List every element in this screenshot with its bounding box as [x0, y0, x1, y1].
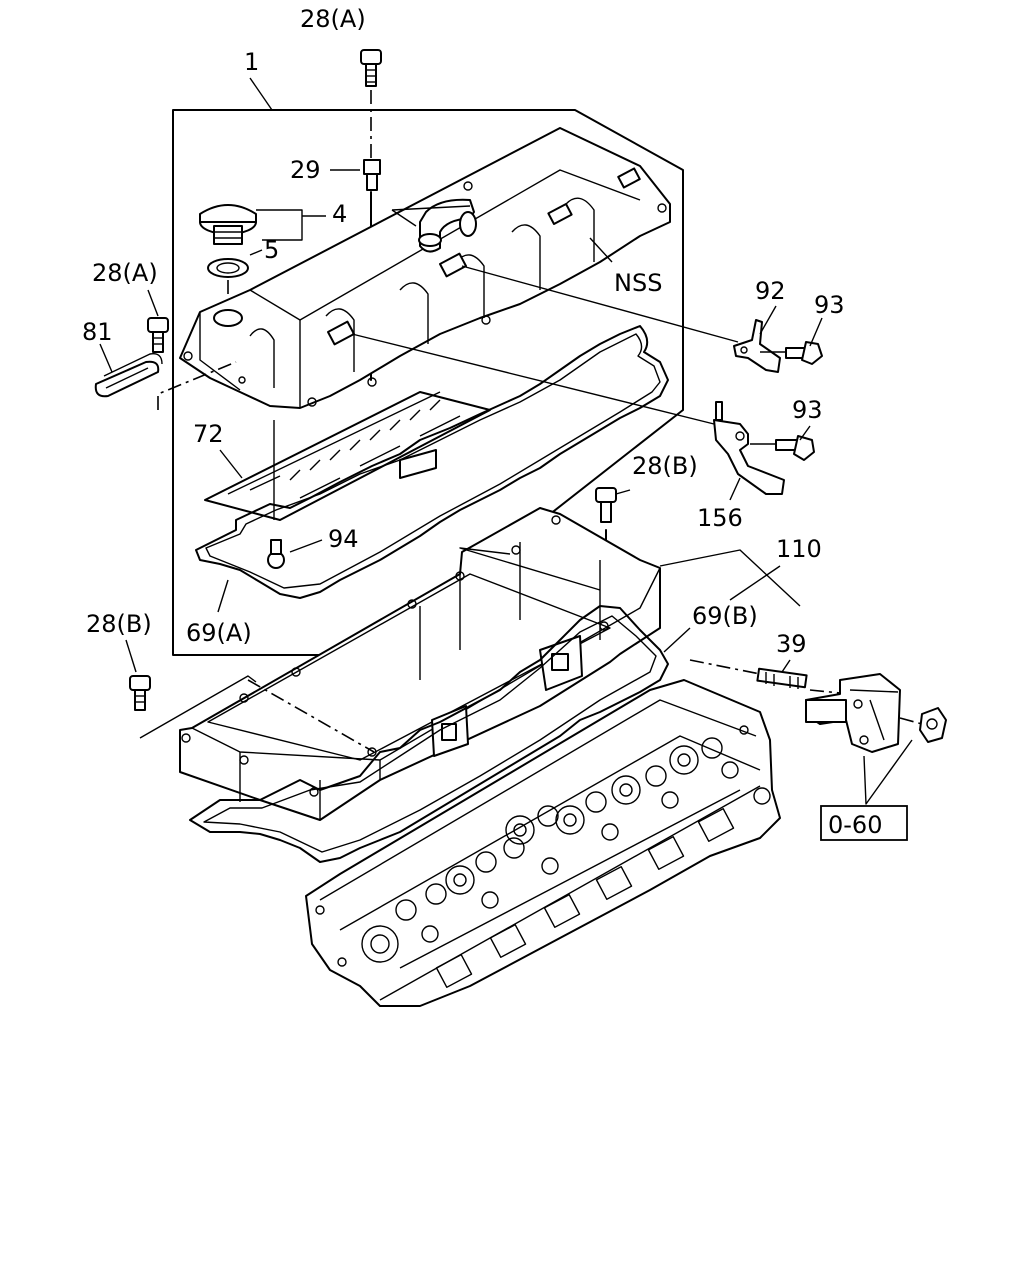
valve-cover-body [179, 127, 671, 409]
gasket-69a-inner [205, 333, 661, 589]
callout-28a-left: 28(A) [92, 259, 158, 287]
callout-94: 94 [328, 525, 359, 553]
bolt-28b-mid [595, 487, 617, 523]
callout-110: 110 [776, 535, 822, 563]
reference-box-0-60 [820, 805, 908, 841]
sensor-assembly [805, 673, 901, 753]
leader-39 [781, 659, 791, 673]
leader-5 [249, 249, 263, 256]
stud-39 [756, 667, 808, 689]
clip-81 [94, 353, 163, 398]
leader-0-60 [863, 739, 913, 805]
bolt-28a-left [147, 317, 169, 353]
gasket-69b [189, 605, 669, 863]
callout-1: 1 [244, 48, 259, 76]
bolt-28b-left [129, 675, 151, 711]
leader-69a [217, 579, 229, 613]
leader-93-upper [809, 317, 823, 347]
housing-110 [179, 507, 661, 821]
leader-28a-left [147, 289, 159, 317]
leader-28b-left [125, 639, 137, 673]
gasket-69b-inner [203, 615, 657, 853]
leader-nss-a [391, 209, 417, 227]
leader-nss [589, 237, 613, 263]
callout-92: 92 [755, 277, 786, 305]
leader-156 [729, 477, 741, 501]
leader-92 [759, 305, 777, 335]
leader-69b [663, 627, 691, 653]
axis-39 [689, 659, 771, 677]
callout-81: 81 [82, 318, 113, 346]
leader-4-bracket [256, 209, 303, 241]
cover-bracket-2 [327, 320, 355, 346]
leader-110-a [459, 547, 601, 591]
gasket-69a [195, 325, 669, 599]
bolt-93-lower [775, 435, 815, 461]
callout-72: 72 [193, 420, 224, 448]
leader-156-line [351, 333, 715, 425]
axis-28b-left-dash [247, 679, 375, 753]
leader-110-c [729, 565, 781, 601]
leader-72 [219, 449, 243, 479]
bolt-93-upper [785, 341, 823, 365]
axis-sensor-nut [899, 717, 923, 725]
leader-110-b [659, 549, 801, 607]
stud-29 [363, 159, 381, 191]
callout-28b-left: 28(B) [86, 610, 152, 638]
callout-5: 5 [264, 236, 279, 264]
cylinder-head [305, 679, 781, 1007]
leader-nss-b [391, 205, 471, 211]
leader-1 [249, 77, 273, 111]
leader-94 [289, 539, 323, 553]
callout-28b-mid: 28(B) [632, 452, 698, 480]
callout-69b: 69(B) [692, 602, 758, 630]
leader-81 [99, 343, 113, 373]
callout-4: 4 [332, 200, 347, 228]
breather-elbow [418, 198, 477, 253]
callout-69a: 69(A) [186, 619, 252, 647]
leader-28b-mid [615, 489, 631, 495]
axis-81 [157, 361, 237, 410]
leader-93-lower [799, 425, 811, 441]
bracket-92 [733, 319, 781, 373]
axis-28b-left [139, 675, 257, 739]
callout-nss: NSS [614, 269, 662, 297]
callout-39: 39 [776, 630, 807, 658]
o-ring-5 [207, 258, 249, 278]
callout-156: 156 [697, 504, 743, 532]
baffle-plate-72 [204, 391, 491, 521]
cover-bracket-3 [547, 203, 573, 225]
cover-bracket-1 [439, 252, 467, 278]
cover-bracket-4 [617, 167, 641, 189]
callout-29: 29 [290, 156, 321, 184]
callout-28a-top: 28(A) [300, 5, 366, 33]
bolt-28a-top [360, 49, 382, 87]
valve-cover-group-frame [172, 109, 684, 656]
leader-92-line [461, 265, 739, 343]
callout-0-60: 0-60 [828, 811, 882, 839]
callout-93-upper: 93 [814, 291, 845, 319]
sensor-nut [919, 707, 947, 743]
oil-filler-cap-4 [199, 204, 257, 245]
bolt-94 [267, 539, 285, 569]
callout-93-lower: 93 [792, 396, 823, 424]
bracket-156 [713, 401, 785, 495]
